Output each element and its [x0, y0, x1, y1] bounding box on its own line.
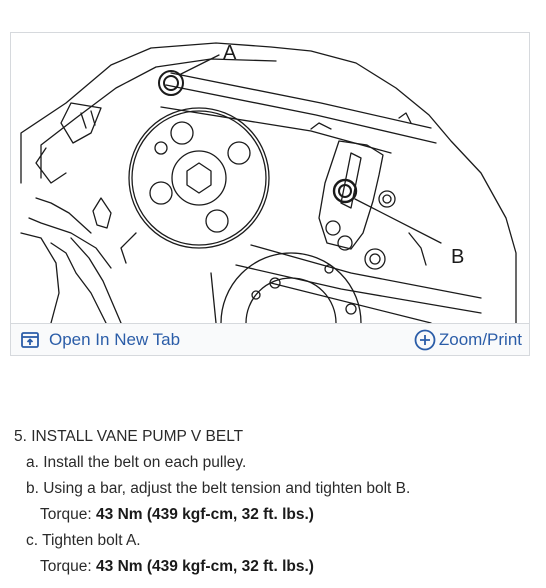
figure-toolbar: Open In New Tab Zoom/Print	[11, 323, 529, 355]
open-in-new-tab-icon	[21, 332, 39, 348]
zoom-print-button[interactable]: Zoom/Print	[414, 324, 522, 356]
step-c: c. Tighten bolt A.	[26, 532, 141, 549]
vane-pump-belt-diagram: A B	[20, 42, 517, 323]
step-c-torque: Torque: 43 Nm (439 kgf-cm, 32 ft. lbs.)	[14, 554, 534, 580]
torque-value: 43 Nm (439 kgf-cm, 32 ft. lbs.)	[96, 506, 314, 523]
figure-card: A B Open In New Tab Zoom/Print	[10, 32, 530, 356]
zoom-plus-icon	[414, 329, 436, 351]
torque-value: 43 Nm (439 kgf-cm, 32 ft. lbs.)	[96, 558, 314, 575]
procedure-steps: 5. INSTALL VANE PUMP V BELT a. Install t…	[14, 424, 534, 580]
open-in-new-tab-label: Open In New Tab	[49, 330, 181, 349]
step-b-torque: Torque: 43 Nm (439 kgf-cm, 32 ft. lbs.)	[14, 502, 534, 528]
step-title: 5. INSTALL VANE PUMP V BELT	[14, 428, 244, 445]
label-a: A	[223, 42, 237, 64]
step-a: a. Install the belt on each pulley.	[26, 454, 247, 471]
torque-label: Torque:	[40, 506, 97, 523]
torque-label: Torque:	[40, 558, 97, 575]
open-in-new-tab-button[interactable]: Open In New Tab	[21, 324, 180, 356]
label-b: B	[451, 246, 464, 268]
zoom-print-label: Zoom/Print	[438, 330, 522, 349]
step-b: b. Using a bar, adjust the belt tension …	[26, 480, 411, 497]
